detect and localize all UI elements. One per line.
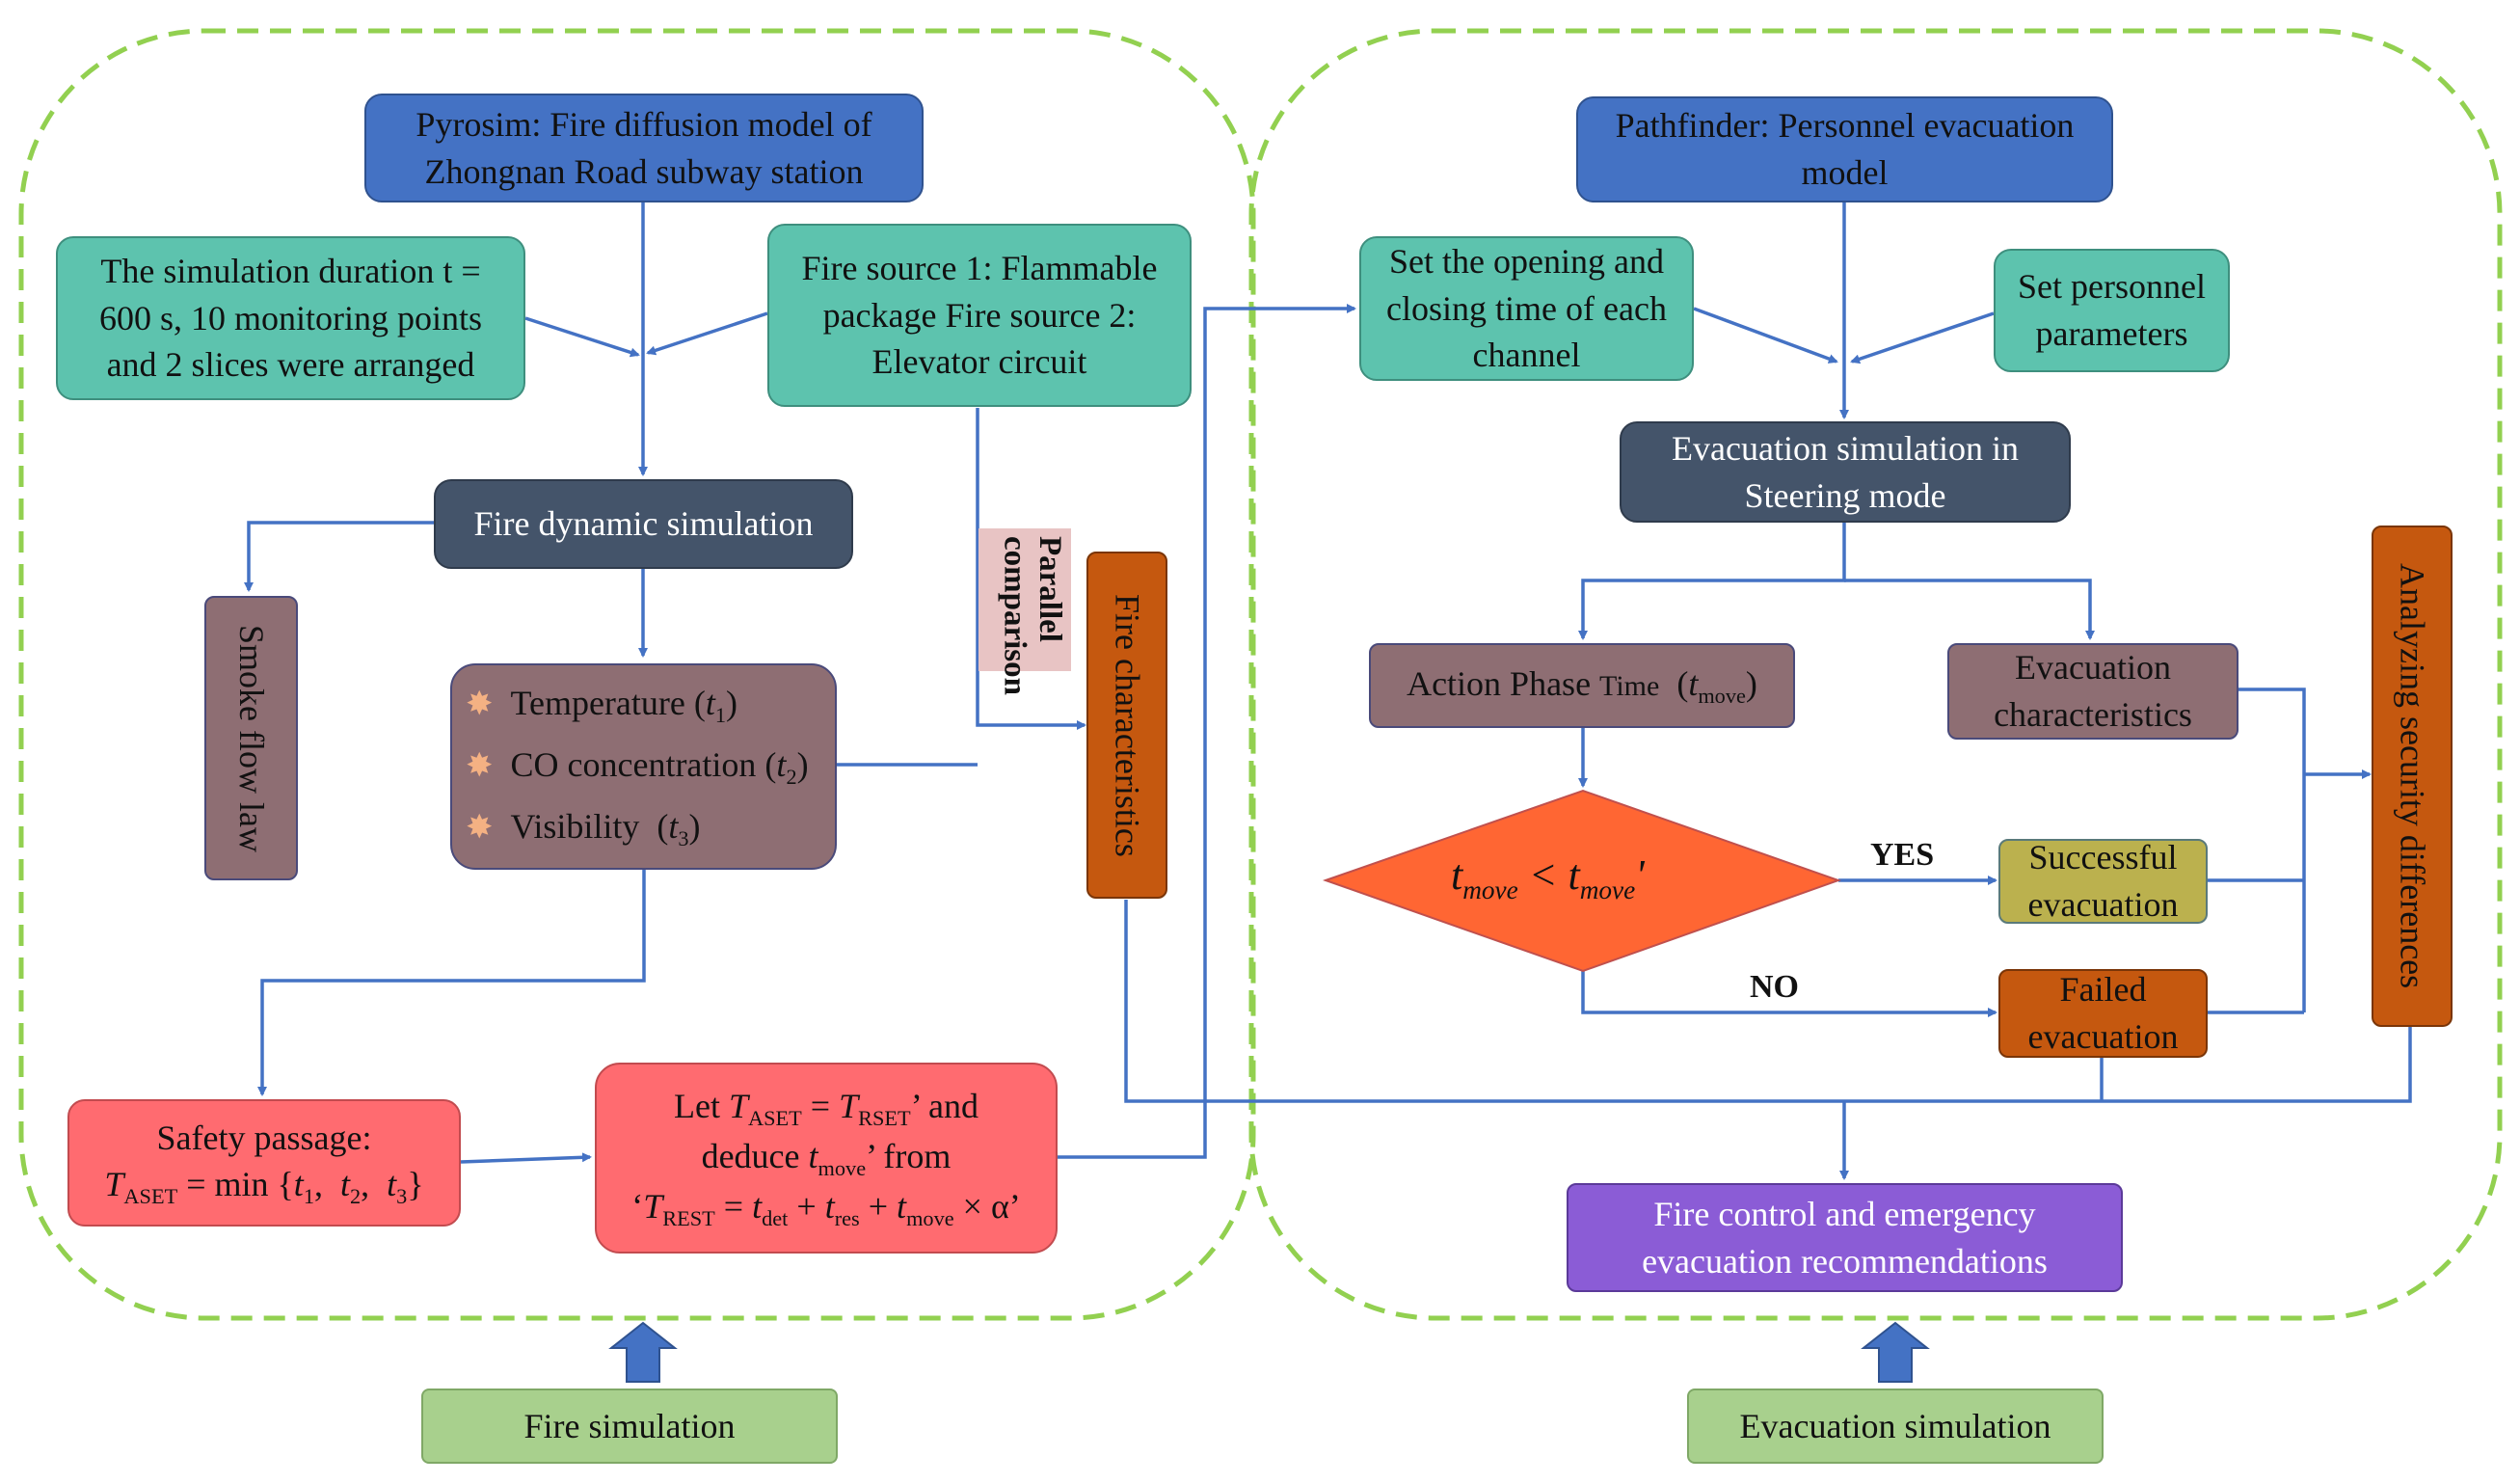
edge-source-to-firechar [976,408,1086,730]
fire-source-label: Fire source 1: Flammable package Fire so… [801,249,1158,382]
edge-source-to-merge [646,311,768,356]
pathfinder-label: Pathfinder: Personnel evacuation model [1615,106,2075,192]
let-line-2: deduce tmove’ from [701,1136,952,1181]
edge-let-to-opening [1058,304,1356,1159]
evacuation-simulation-label-box: Evacuation simulation [1687,1389,2104,1464]
edge-evac-to-characteristics [1844,579,2095,640]
fire-characteristics-label: Fire characteristics [1108,593,1147,857]
let-aset-box: Let TASET = TRSET’ and deduce tmove’ fro… [595,1063,1058,1254]
pyrosim-label: Pyrosim: Fire diffusion model of Zhongna… [416,104,872,191]
co-row: ✸ CO concentration (t2) [466,742,809,792]
set-opening-label: Set the opening and closing time of each… [1386,242,1667,375]
fire-simulation-label-box: Fire simulation [421,1389,838,1464]
failed-evacuation-box: Failed evacuation [1998,969,2208,1058]
set-opening-box: Set the opening and closing time of each… [1359,236,1694,381]
edge-personnel-to-merge [1850,311,1995,364]
fire-characteristics-box: Fire characteristics [1086,552,1167,899]
failed-evacuation-label: Failed evacuation [2027,970,2179,1056]
star-bullet-icon: ✸ [466,748,494,785]
action-phase-label: Action Phase Time (tmove) [1407,663,1757,709]
evacuation-characteristics-box: Evacuation characteristics [1947,643,2239,740]
analyzing-security-box: Analyzing security differences [2372,526,2453,1027]
smoke-flow-label: Smoke flow law [231,624,271,852]
visibility-row: ✸ Visibility (t3) [466,803,701,853]
fire-dynamic-simulation-box: Fire dynamic simulation [434,479,853,569]
star-bullet-icon: ✸ [466,810,494,847]
fire-simulation-label: Fire simulation [523,1406,736,1445]
visibility-label: Visibility (t3) [510,807,701,851]
analyzing-security-label: Analyzing security differences [2393,563,2432,989]
pyrosim-box: Pyrosim: Fire diffusion model of Zhongna… [364,94,924,202]
edge-firechar-to-bus [1124,900,2412,1103]
edge-duration-to-merge [524,316,640,358]
fire-source-box: Fire source 1: Flammable package Fire so… [767,224,1192,407]
evacuation-simulation-section-label: Evacuation simulation [1739,1406,2051,1445]
star-bullet-icon: ✸ [466,686,494,722]
set-personnel-box: Set personnel parameters [1994,249,2230,372]
co-label: CO concentration (t2) [510,744,809,790]
recommendations-box: Fire control and emergency evacuation re… [1567,1183,2123,1292]
no-label: NO [1750,969,1799,1005]
action-phase-box: Action Phase Time (tmove) [1369,643,1795,728]
edge-opening-to-merge [1693,307,1838,364]
edge-characteristics-to-analyze [2239,688,2306,1012]
pathfinder-box: Pathfinder: Personnel evacuation model [1576,96,2113,202]
let-line-1: Let TASET = TRSET’ and [674,1086,979,1130]
evacuation-simulation-box: Evacuation simulation in Steering mode [1620,421,2071,523]
edge-dynamic-to-smoke [244,521,434,592]
fire-indicators-box: ✸ Temperature (t1) ✸ CO concentration (t… [450,663,837,870]
evacuation-characteristics-label: Evacuation characteristics [1994,648,2192,734]
up-arrow-left [608,1321,678,1383]
recommendations-label: Fire control and emergency evacuation re… [1642,1194,2048,1281]
edge-diamond-no [1581,971,1997,1017]
up-arrow-right [1861,1321,1930,1383]
yes-label: YES [1870,837,1935,873]
simulation-duration-label: The simulation duration t = 600 s, 10 mo… [98,252,483,385]
smoke-flow-law-box: Smoke flow law [204,596,298,880]
evacuation-simulation-region [1248,28,2503,1321]
decision-diamond [1322,789,1842,973]
diamond-condition: tmove < tmove' [1451,851,1645,904]
edge-evac-to-action [1578,523,1846,640]
evacuation-simulation-label: Evacuation simulation in Steering mode [1672,428,2019,515]
set-personnel-label: Set personnel parameters [2018,267,2206,353]
temperature-label: Temperature (t1) [510,683,738,727]
temperature-row: ✸ Temperature (t1) [466,680,737,730]
safety-passage-title: Safety passage: [156,1118,372,1157]
fire-dynamic-label: Fire dynamic simulation [473,504,814,544]
edge-safety-to-let [460,1152,592,1164]
edge-indicators-to-safety [257,870,646,1096]
parallel-comparison-label: Parallel comparison [979,528,1071,695]
rset-formula: ‘TREST = tdet + tres + tmove × α’ [631,1187,1021,1231]
aset-formula: TASET = min {t1, t2, t3} [104,1165,424,1209]
simulation-duration-box: The simulation duration t = 600 s, 10 mo… [56,236,525,400]
successful-evacuation-label: Successful evacuation [2027,838,2179,924]
successful-evacuation-box: Successful evacuation [1998,838,2208,924]
safety-passage-box: Safety passage: TASET = min {t1, t2, t3} [67,1099,461,1227]
